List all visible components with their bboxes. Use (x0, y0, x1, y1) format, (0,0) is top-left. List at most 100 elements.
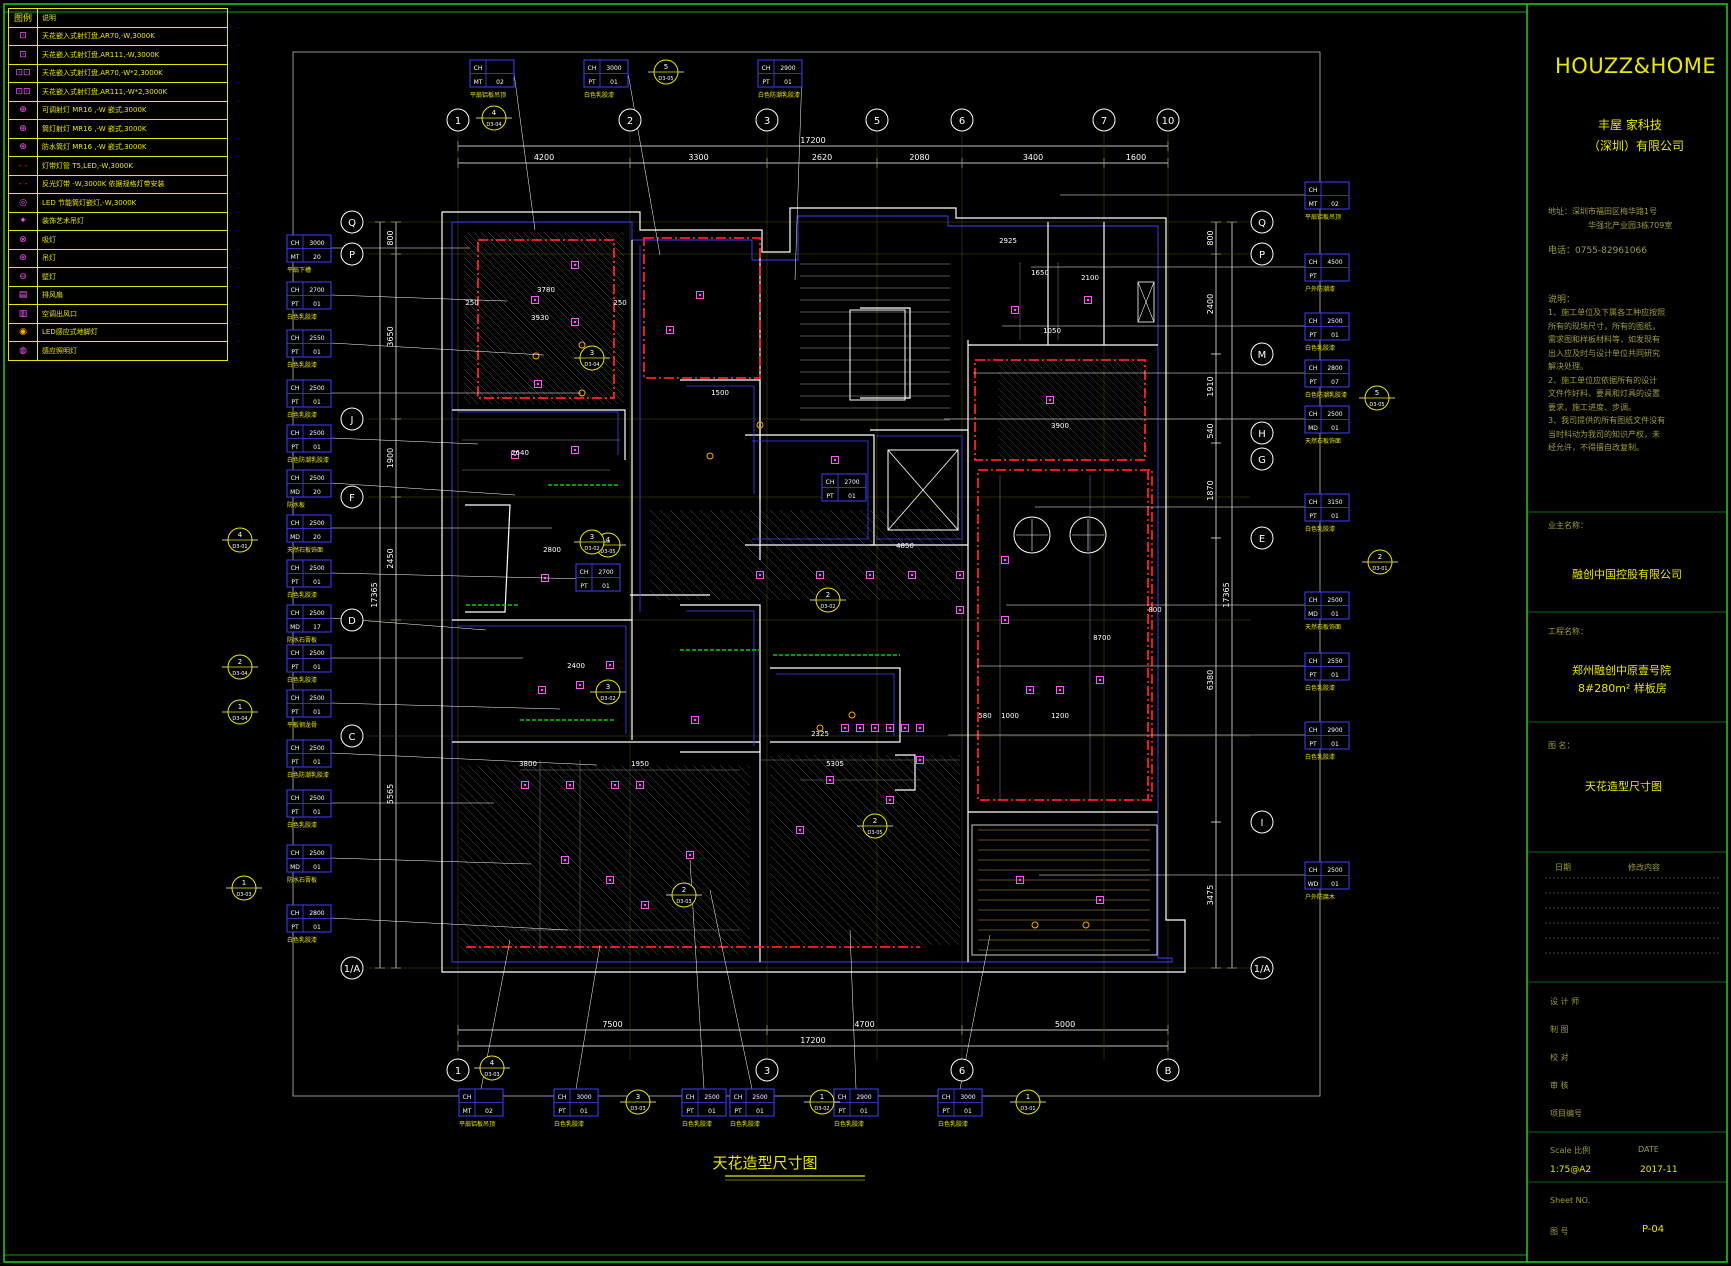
led-downlight-icon (578, 341, 586, 349)
notes-title: 说明： (1548, 295, 1576, 305)
hatch-line (769, 791, 924, 946)
note-line: 1、施工单位及下属各工种应按照 (1548, 308, 1666, 317)
axis-label: F (349, 493, 355, 504)
ceiling-spotlight-icon (636, 781, 644, 789)
section-ref: D3-02 (820, 604, 835, 610)
elevator-cross (887, 449, 959, 531)
room-dim-text: 2640 (511, 449, 529, 457)
hatch-line (566, 764, 751, 949)
designer-label: 设 计 师 (1550, 997, 1580, 1006)
axis-bubble (1156, 108, 1180, 132)
axis-label: J (350, 415, 354, 426)
hatch-line (503, 764, 695, 956)
brand-logo: HOUZZ&HOME (1555, 54, 1717, 78)
hatch-line (819, 509, 911, 601)
tag-height: 3000 (309, 240, 324, 247)
led-downlight-icon (532, 352, 540, 360)
hatch-line (557, 764, 749, 956)
axis-bubble (1250, 810, 1274, 834)
dim-text: 6380 (1206, 670, 1215, 690)
hatch-line (840, 754, 961, 875)
hatch-line (957, 754, 961, 758)
axis-label: 10 (1162, 116, 1175, 127)
room-dim-text: 1200 (1051, 712, 1069, 720)
legend-desc: 天花嵌入式射灯盘,AR70,-W,3000K (42, 32, 155, 41)
tag-ch: CH (463, 1094, 472, 1101)
axis-label: M (1258, 350, 1267, 361)
tag-note: 白色乳胶漆 (287, 361, 317, 369)
room-dim-text: 5305 (826, 760, 844, 768)
spotlight-center (693, 718, 697, 722)
ceiling-spotlight-icon (606, 661, 614, 669)
legend-desc: 灯带灯管 T5,LED,-W,3000K (42, 161, 133, 170)
ceiling-spotlight-icon (916, 724, 924, 732)
spotlight-center (513, 453, 517, 457)
tag-note: 户外防潮漆 (1305, 285, 1335, 293)
tag-material: MT (463, 1108, 472, 1115)
hatch-line (909, 509, 961, 561)
ceiling-spotlight-icon (666, 326, 674, 334)
tag-material: PT (826, 493, 834, 500)
legend-row: ◉LED感应式地脚灯 (9, 323, 227, 342)
wall (441, 207, 1186, 973)
tag-material: MT (474, 79, 483, 86)
dim-text: 540 (1206, 423, 1215, 438)
tag-height: 2500 (309, 565, 324, 572)
axis-bubble (950, 108, 974, 132)
tag-height: 2700 (844, 479, 859, 486)
hatch-line (459, 801, 614, 956)
section-ref: D3-04 (584, 362, 599, 368)
legend-desc: 可调射灯 MR16 ,-W 嵌式,3000K (42, 106, 147, 115)
hatch-line (903, 754, 961, 812)
ceiling-spotlight-icon (956, 606, 964, 614)
spotlight-center (578, 683, 582, 687)
hatch-line (463, 382, 486, 405)
room-dim-text: 1650 (1031, 269, 1049, 277)
section-number: 1 (242, 879, 246, 887)
hatch-line (571, 231, 625, 285)
tag-material: PT (686, 1108, 694, 1115)
tag-material: PT (1309, 513, 1317, 520)
waterproof-downlight-icon: ⊕ (9, 138, 38, 156)
tag-note: 白色防潮乳胶漆 (758, 91, 800, 99)
hatch-line (867, 754, 961, 848)
legend-row: ◍感应照明灯 (9, 342, 227, 360)
hatch-line (889, 509, 961, 581)
leader-line (794, 72, 803, 281)
hatch-line (997, 387, 1071, 461)
axis-label: Q (1258, 218, 1266, 229)
spotlight-center (868, 573, 872, 577)
hatch-line (997, 427, 1031, 461)
legend-row: ✦装饰艺术吊灯 (9, 212, 227, 231)
date-value: 2017-11 (1640, 1165, 1678, 1175)
hatch-line (459, 891, 524, 956)
spotlight-center (958, 608, 962, 612)
section-ref: D3-03 (236, 892, 251, 898)
notes-block: 1、施工单位及下属各工种应按照所有的现场尺寸，所有的图纸，需求图和样板材料等，如… (1548, 306, 1665, 455)
hatch-line (769, 845, 870, 946)
hatch-area (997, 359, 1149, 461)
tag-note: 户外防腐木 (1305, 893, 1335, 901)
spotlight-center (613, 783, 617, 787)
section-ref: D3-02 (584, 546, 599, 552)
axis-label: I (1261, 818, 1264, 829)
wall (465, 504, 511, 613)
hatch-line (649, 579, 671, 601)
dim-text: 17365 (1222, 582, 1231, 607)
tag-height: 2500 (309, 745, 324, 752)
tag-note: 白色防潮乳胶漆 (1305, 391, 1347, 399)
wall (745, 434, 875, 546)
spotlight-center (918, 726, 922, 730)
hatch-line (822, 754, 961, 893)
leader-line (330, 857, 532, 865)
axis-label: 3 (764, 116, 770, 127)
room-dim-text: 1500 (711, 389, 729, 397)
dim-text: 1870 (1206, 480, 1215, 500)
spotlight-center (536, 382, 540, 386)
spotlight-center (638, 783, 642, 787)
section-ref: D3-02 (600, 696, 615, 702)
room-dim-text: 1000 (1001, 712, 1019, 720)
